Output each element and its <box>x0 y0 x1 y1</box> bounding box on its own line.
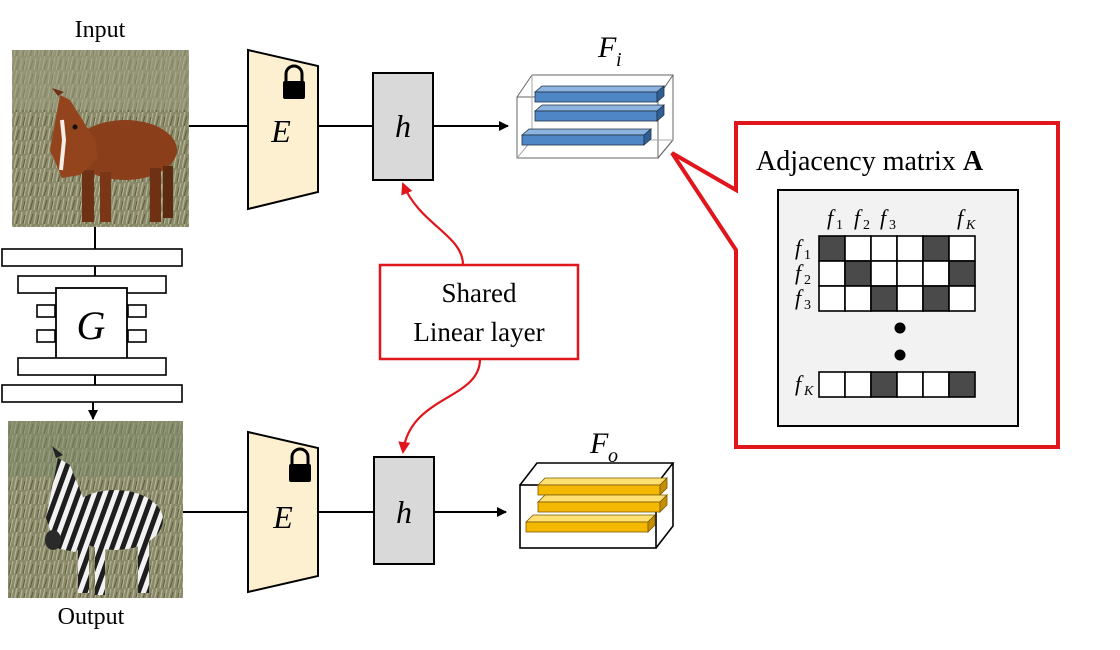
lock-icon <box>289 447 311 482</box>
input-label: Input <box>75 17 126 43</box>
matrix-cell-empty <box>844 235 872 262</box>
matrix-cell-empty <box>896 285 924 312</box>
shared-label-line2: Linear layer <box>413 317 544 347</box>
output-label: Output <box>58 604 125 630</box>
col-header-f: f <box>827 205 836 230</box>
row-header-f: f <box>795 260 804 285</box>
matrix-cell-empty <box>844 371 872 398</box>
col-header-sub: K <box>965 218 976 233</box>
matrix-cell-empty <box>896 235 924 262</box>
head-label: h <box>396 494 412 530</box>
matrix-cell-empty <box>922 371 950 398</box>
generator-label: G <box>77 303 106 348</box>
lock-icon <box>283 64 305 99</box>
shared-arrow-up <box>401 182 465 266</box>
head-bottom: h <box>373 456 435 565</box>
col-header-sub: 1 <box>836 218 843 233</box>
feature-in-sub: i <box>616 49 622 71</box>
matrix-cell-empty <box>896 371 924 398</box>
encoder-top: E <box>247 48 319 211</box>
matrix-cell-empty <box>922 260 950 287</box>
col-header-f: f <box>957 205 966 230</box>
matrix-cell-empty <box>870 260 898 287</box>
feature-out-label: F <box>589 427 609 460</box>
blue-bar <box>533 85 666 103</box>
row-header-sub: 1 <box>804 248 811 263</box>
feature-out-box <box>519 462 675 549</box>
row-header-sub: 2 <box>804 273 811 288</box>
encoder-label: E <box>270 113 291 149</box>
encoder-bottom: E <box>247 430 319 594</box>
col-header-sub: 3 <box>889 218 896 233</box>
matrix-row-headers: f 1 f 2 f 3 f K <box>795 235 814 399</box>
generator-block: G <box>1 248 183 403</box>
row-header-sub: 3 <box>804 298 811 313</box>
matrix-cell-filled <box>922 285 950 312</box>
ellipsis-dot <box>894 322 906 334</box>
matrix-cell-filled <box>870 371 898 398</box>
shared-linear-box: Shared Linear layer <box>378 263 580 361</box>
matrix-cell-empty <box>948 235 976 262</box>
zebra-photo <box>8 421 183 598</box>
matrix-cell-empty <box>818 285 846 312</box>
col-header-f: f <box>880 205 889 230</box>
encoder-label: E <box>272 499 293 535</box>
matrix-cell-filled <box>948 371 976 398</box>
matrix-cell-empty <box>844 285 872 312</box>
horse-photo <box>12 50 189 227</box>
matrix-cell-empty <box>896 260 924 287</box>
head-label: h <box>395 108 411 144</box>
yellow-bar <box>537 494 668 513</box>
feature-in-label: F <box>597 31 617 64</box>
matrix-cell-filled <box>870 285 898 312</box>
head-top: h <box>372 72 434 181</box>
blue-bar <box>533 104 666 122</box>
blue-bar <box>520 128 653 146</box>
adjacency-title: Adjacency matrix A <box>756 146 984 177</box>
matrix-cell-filled <box>844 260 872 287</box>
row-header-f: f <box>795 371 804 396</box>
matrix-cell-filled <box>948 260 976 287</box>
yellow-bar <box>537 477 668 496</box>
matrix-cell-empty <box>818 260 846 287</box>
matrix-cell-empty <box>948 285 976 312</box>
matrix-cell-empty <box>870 235 898 262</box>
row-header-sub: K <box>803 384 814 399</box>
adjacency-title-bold: A <box>963 146 984 177</box>
adjacency-title-text: Adjacency matrix <box>756 146 963 177</box>
matrix-cell-filled <box>818 235 846 262</box>
col-header-f: f <box>854 205 863 230</box>
ellipsis-dot <box>894 349 906 361</box>
yellow-bar <box>525 514 656 533</box>
shared-arrow-down <box>398 358 482 454</box>
row-header-f: f <box>795 285 804 310</box>
matrix-cells <box>818 235 976 398</box>
feature-in-box <box>516 74 674 159</box>
col-header-sub: 2 <box>863 218 870 233</box>
matrix-cell-empty <box>818 371 846 398</box>
matrix-col-headers: f 1 f 2 f 3 f K <box>827 205 976 233</box>
row-header-f: f <box>795 235 804 260</box>
matrix-cell-filled <box>922 235 950 262</box>
feature-out-sub: o <box>608 445 618 467</box>
shared-label-line1: Shared <box>442 278 517 308</box>
